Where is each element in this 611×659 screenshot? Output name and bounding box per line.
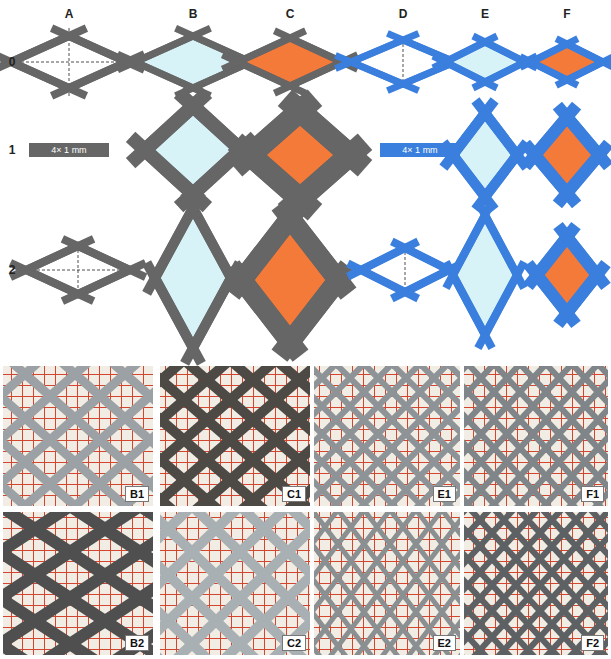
panel-label: E2 xyxy=(433,635,456,651)
axis-label: B xyxy=(189,7,198,21)
photo-c1 xyxy=(160,366,310,506)
mesh-cell-c1 xyxy=(235,98,365,212)
panel-label: C1 xyxy=(282,486,306,502)
panel-label: F1 xyxy=(581,486,604,502)
panel-label: C2 xyxy=(282,635,306,651)
photo-f2 xyxy=(464,512,608,655)
panel-label: E1 xyxy=(433,486,456,502)
scale-text: 4× 1 mm xyxy=(402,145,437,155)
photo-c2 xyxy=(160,512,310,655)
mesh-cell-a0 xyxy=(0,28,144,96)
mesh-cell-d2 xyxy=(348,241,462,298)
panel-label: B2 xyxy=(125,635,149,651)
axis-label: C xyxy=(286,7,295,21)
mesh-cell-a2 xyxy=(10,239,145,301)
axis-label: 1 xyxy=(9,143,16,157)
mesh-cell-b2 xyxy=(147,193,240,364)
axis-label: F xyxy=(563,7,570,21)
mesh-cell-c2 xyxy=(231,204,348,355)
photo-b2 xyxy=(3,512,153,655)
scale-bar: 4× 1 mm xyxy=(29,143,109,157)
mesh-cell-e2 xyxy=(446,202,524,348)
axis-label: 0 xyxy=(9,55,16,69)
panel-label: F2 xyxy=(581,635,604,651)
scale-bar: 4× 1 mm xyxy=(380,143,460,157)
photo-f1 xyxy=(464,366,608,506)
axis-label: A xyxy=(65,7,74,21)
axis-label: E xyxy=(481,7,489,21)
mesh-cell-f2 xyxy=(528,226,606,325)
mesh-cell-f0 xyxy=(520,39,611,86)
mesh-cell-e0 xyxy=(433,36,537,88)
axis-label: 2 xyxy=(9,263,16,277)
photo-e2 xyxy=(314,512,460,655)
photo-e1 xyxy=(314,366,460,506)
scale-text: 4× 1 mm xyxy=(51,145,86,155)
mesh-cell-c0 xyxy=(222,31,357,93)
axis-label: D xyxy=(399,7,408,21)
photo-b1 xyxy=(3,366,153,506)
mesh-cell-f1 xyxy=(525,106,608,205)
panel-label: B1 xyxy=(125,486,149,502)
